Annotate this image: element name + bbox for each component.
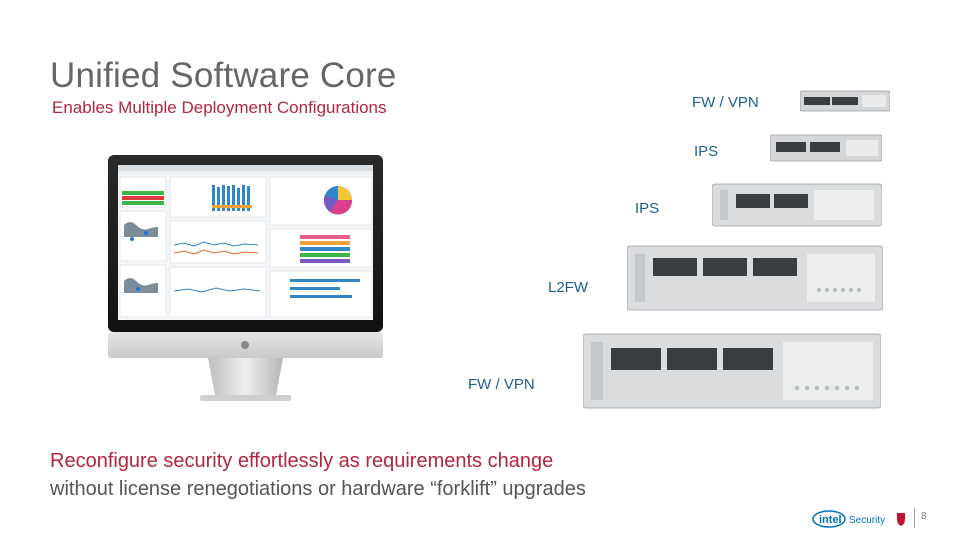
device-label-l2fw: L2FW [548,279,589,296]
logo-brand-text: intel [819,514,842,526]
device-label-fw-vpn-top: FW / VPN [692,94,759,111]
slide-subtitle: Enables Multiple Deployment Configuratio… [52,98,387,117]
device-label-fw-vpn-bottom: FW / VPN [468,376,535,393]
caption-main: Reconfigure security effortlessly as req… [50,450,554,472]
page-number: 8 [921,511,927,522]
appliance-fw-vpn-large [583,333,881,409]
device-label-ips-small: IPS [694,143,719,160]
caption-sub: without license renegotiations or hardwa… [50,478,586,500]
logo-product-text: Security [849,515,885,526]
appliance-ips-small [770,134,882,162]
footer-divider [914,508,915,528]
device-label-ips-medium: IPS [635,200,660,217]
monitor-illustration [108,155,383,401]
intel-security-logo: intel Security [812,510,905,528]
appliance-ips-medium [712,183,882,227]
appliance-fw-vpn-small [800,90,890,112]
shield-icon [897,513,905,526]
slide-title: Unified Software Core [50,56,397,95]
appliance-l2fw [627,245,883,311]
